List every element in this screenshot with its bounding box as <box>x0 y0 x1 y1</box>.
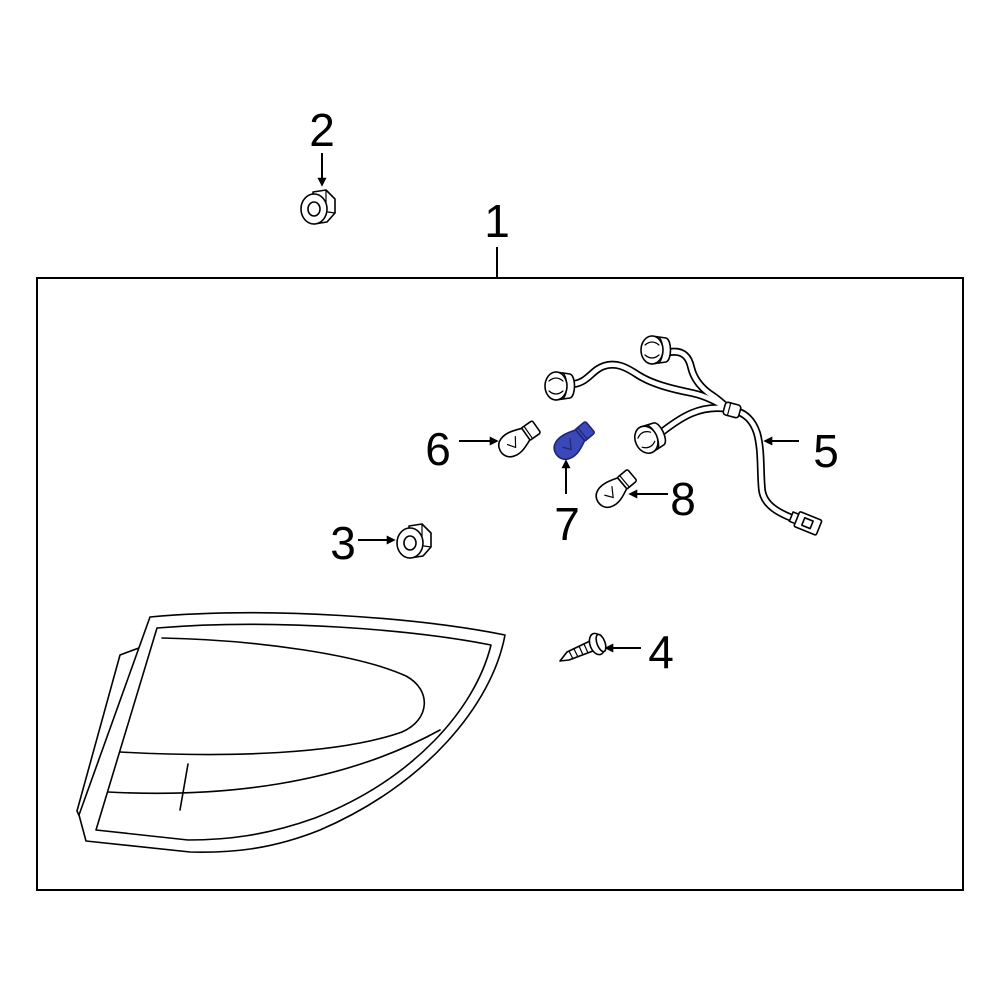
callout-2-label[interactable]: 2 <box>309 104 335 156</box>
callout-8: 8 <box>628 473 696 525</box>
bulb-filament <box>604 486 614 499</box>
callout-7: 7 <box>554 459 580 550</box>
lamp-reflector <box>119 637 426 756</box>
harness-wire-fill <box>659 405 732 435</box>
callout-4: 4 <box>604 626 674 678</box>
socket-lugs <box>548 377 564 395</box>
socket-face <box>544 371 568 401</box>
bulb-base-rim <box>523 425 534 440</box>
harness-wire-fill <box>571 362 732 412</box>
nut-hole <box>403 535 417 551</box>
lamp-lens-inner-rim <box>95 623 492 841</box>
bulb-socket-icon <box>544 371 576 401</box>
callout-5: 5 <box>763 425 839 477</box>
bulb-glass <box>553 429 586 461</box>
sleeve-edge <box>726 402 732 417</box>
callout-1: 1 <box>484 195 510 278</box>
part-7-bulb-icon-highlighted <box>553 421 595 461</box>
harness-connector-icon <box>788 511 823 536</box>
part-1-lamp-assembly-icon <box>76 611 506 853</box>
screw-shank <box>559 640 594 662</box>
assembly-frame <box>36 277 964 891</box>
bulb-socket-icon <box>640 335 672 365</box>
callout-1-label[interactable]: 1 <box>484 195 510 247</box>
lamp-divider <box>179 763 189 811</box>
bulb-glass <box>497 427 531 458</box>
bulb-socket-icon <box>633 422 667 455</box>
part-8-bulb-icon <box>595 469 637 509</box>
harness-main-cable-fill <box>726 406 800 523</box>
bulb-filament <box>506 435 517 449</box>
part-2-flange-nut-icon <box>300 189 336 225</box>
screw-threads <box>568 643 589 660</box>
part-4-screw-icon <box>559 632 607 662</box>
harness-wire-fill <box>667 349 732 412</box>
screw-head-face <box>595 633 607 653</box>
harness-junction-sleeve <box>722 401 742 419</box>
lamp-lower-section <box>107 729 441 795</box>
socket-lugs <box>644 341 660 359</box>
nut-hex-edges <box>325 189 336 214</box>
callout-3: 3 <box>330 517 396 569</box>
bulb-glass <box>595 477 628 509</box>
part-5-wiring-harness-icon <box>544 335 823 536</box>
socket-face <box>640 335 664 365</box>
nut-hole <box>307 201 321 217</box>
callout-7-label[interactable]: 7 <box>554 498 580 550</box>
nut-hex-edges <box>421 523 432 548</box>
socket-lugs <box>637 431 656 449</box>
callout-5-label[interactable]: 5 <box>813 425 839 477</box>
bulb-base-rim <box>577 427 588 440</box>
callout-2: 2 <box>309 104 335 187</box>
connector-body <box>793 511 823 536</box>
part-3-flange-nut-icon <box>396 523 432 559</box>
callout-8-label[interactable]: 8 <box>670 473 696 525</box>
callout-3-label[interactable]: 3 <box>330 517 356 569</box>
sleeve-body <box>722 401 742 419</box>
part-6-bulb-icon <box>497 420 541 458</box>
callout-6: 6 <box>425 423 499 475</box>
socket-face <box>633 425 659 455</box>
harness-wires-fill <box>571 349 800 523</box>
callout-4-label[interactable]: 4 <box>648 626 674 678</box>
connector-latch <box>800 516 814 530</box>
bulb-filament <box>562 438 572 451</box>
callout-6-label[interactable]: 6 <box>425 423 451 475</box>
bulb-base-rim <box>619 475 630 488</box>
